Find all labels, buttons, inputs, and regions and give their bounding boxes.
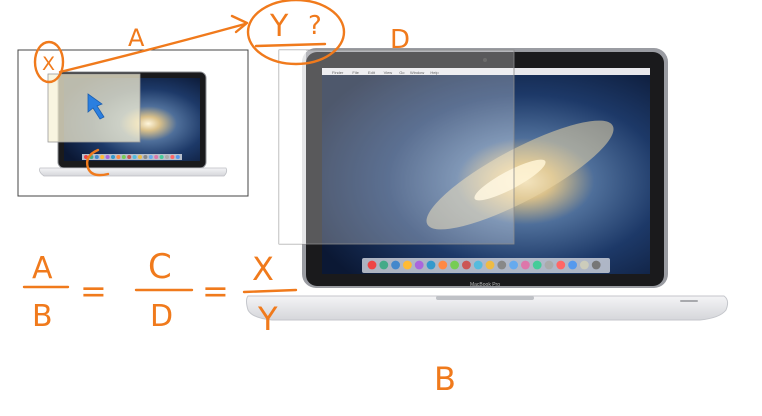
dock-app-icon [473,260,483,270]
menubar-item: View [384,70,393,75]
menubar-item: File [352,70,359,75]
a-arrow-head [230,14,249,34]
eq-c: C [148,247,172,287]
large-indicator [680,300,698,302]
small-dock-app-icon [170,155,175,159]
dock-app-icon [379,260,389,270]
dock-app-icon [403,260,412,270]
dock-app-icon [485,260,495,270]
eq-d: D [150,299,173,334]
b-label-bottom: B [434,360,456,398]
dock-app-icon [497,260,507,270]
dock-app-icon [509,260,518,270]
eq-equals-1: = [80,272,107,310]
dock-app-icon [438,260,448,270]
small-dock-app-icon [132,155,137,159]
small-dock-app-icon [116,155,121,159]
small-laptop-base [39,167,228,177]
galaxy-core-bright [474,159,546,201]
small-dock-app-icon [94,155,99,159]
menubar-item: Help [430,70,439,75]
large-camera [483,58,487,62]
a-arrow-line [58,22,247,74]
y-circle-mark [246,0,346,66]
dock-app-icon [367,260,377,270]
dock-app-icon [391,260,400,270]
small-dock [82,154,182,160]
small-dock-app-icon [100,155,105,159]
small-dock-app-icon [165,155,169,159]
d-label-top: D [390,25,410,55]
dock-app-icon [556,260,566,270]
dock-app-icon [426,260,436,270]
dock-app-icon [462,260,471,270]
small-dock-app-icon [111,155,115,159]
small-dock-app-icon [175,155,180,159]
overlay-left-strip [279,50,306,244]
small-dock-app-icon [105,155,110,159]
large-dock-icons [367,260,601,270]
small-dock-app-icon [143,155,148,159]
x-circle-mark [33,40,65,84]
large-menubar-items: Finder File Edit View Go Window Help [332,70,439,75]
small-dock-app-icon [154,155,159,159]
large-laptop-base [246,295,729,321]
arrow-cursor-icon [87,93,105,120]
eq-a: A [32,251,53,286]
large-brand-label: MacBook Pro [470,282,500,288]
menubar-item: Go [399,70,405,75]
eq-y: Y [257,300,278,338]
dock-app-icon [414,260,424,270]
eq-x: X [252,250,274,288]
dock-app-icon [568,260,577,270]
a-label-top: A [128,24,145,52]
small-dock-app-icon [121,155,126,159]
c-mark-small [85,148,110,177]
small-dock-app-icon [159,155,164,159]
small-dock-icons [84,155,180,159]
overlay-frame [278,49,515,245]
dock-app-icon [580,260,589,270]
large-hinge [436,296,534,300]
question-mark: ? [308,11,322,41]
y-underline [254,42,327,48]
small-dock-app-icon [148,155,153,159]
dock-app-icon [591,260,601,270]
x-label: X [42,53,55,75]
eq-b: B [32,299,53,334]
dock-app-icon [450,260,459,270]
large-menubar [322,68,650,75]
y-label-top: Y [269,9,289,44]
menubar-item: Window [410,70,424,75]
eq-equals-2: = [202,272,229,310]
dock-app-icon [544,260,554,270]
large-laptop: Finder File Edit View Go Window Help MacBook P… [246,48,729,321]
eq-bar-3 [242,288,298,294]
dock-app-icon [521,260,530,270]
small-dock-app-icon [127,155,132,159]
handwritten-annotations: X A Y ? D A B = C D = X Y B [22,0,456,398]
menubar-item: Finder [332,70,344,75]
menubar-item: Edit [368,70,376,75]
small-dock-app-icon [138,155,142,159]
dock-app-icon [532,260,542,270]
